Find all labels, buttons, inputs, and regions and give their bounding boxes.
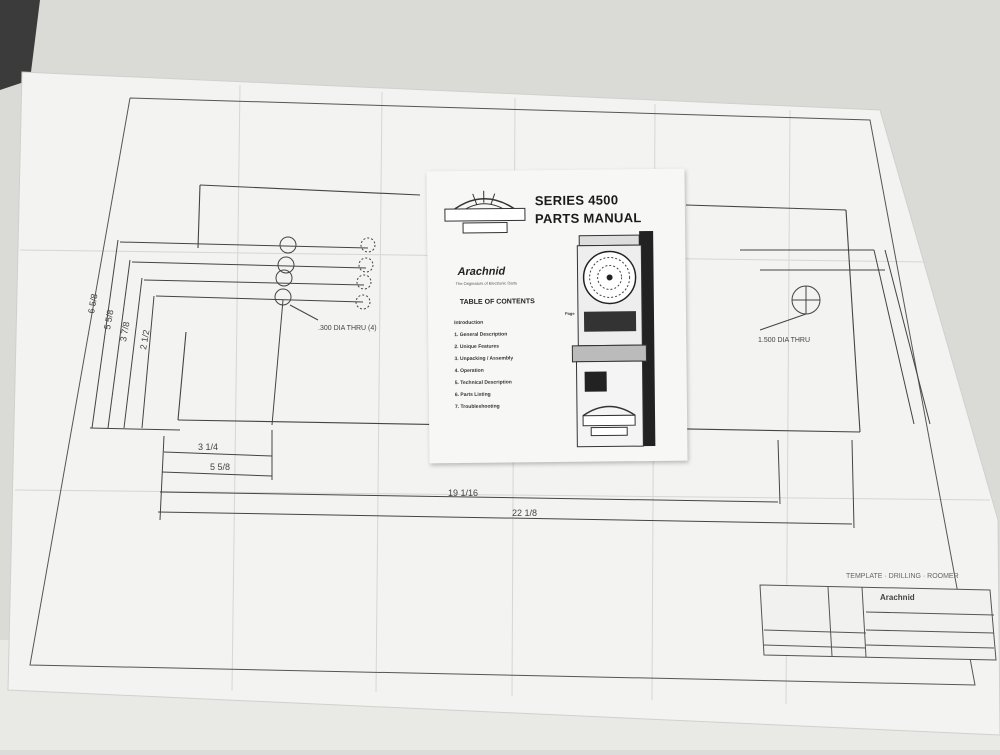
note-right: 1.500 DIA THRU	[758, 337, 810, 344]
dart-machine-illustration	[567, 229, 659, 452]
manual-brand: Arachnid	[457, 266, 505, 278]
dim-19-1-16: 19 1/16	[448, 488, 478, 498]
parts-manual: SERIES 4500 PARTS MANUAL Arachnid The Or…	[426, 169, 687, 464]
manual-title-line-2: PARTS MANUAL	[535, 209, 675, 228]
title-block-company: Arachnid	[880, 593, 915, 602]
dim-3-1-4: 3 1/4	[198, 442, 218, 452]
english-mark-darts-logo	[437, 184, 533, 237]
manual-title: SERIES 4500 PARTS MANUAL	[535, 191, 675, 228]
dim-5-5-8: 5 5/8	[210, 462, 230, 472]
toc-item: 7. Troubleshooting15	[455, 400, 585, 413]
manual-title-line-1: SERIES 4500	[535, 191, 675, 210]
dim-22-1-8: 22 1/8	[512, 508, 537, 518]
manual-tagline: The Originators of Electronic Darts	[456, 280, 517, 286]
note-left: .300 DIA THRU (4)	[318, 325, 377, 332]
toc-title: TABLE OF CONTENTS	[460, 298, 535, 306]
title-block	[760, 585, 996, 660]
title-block-header: TEMPLATE · DRILLING · ROOMER	[846, 573, 959, 580]
